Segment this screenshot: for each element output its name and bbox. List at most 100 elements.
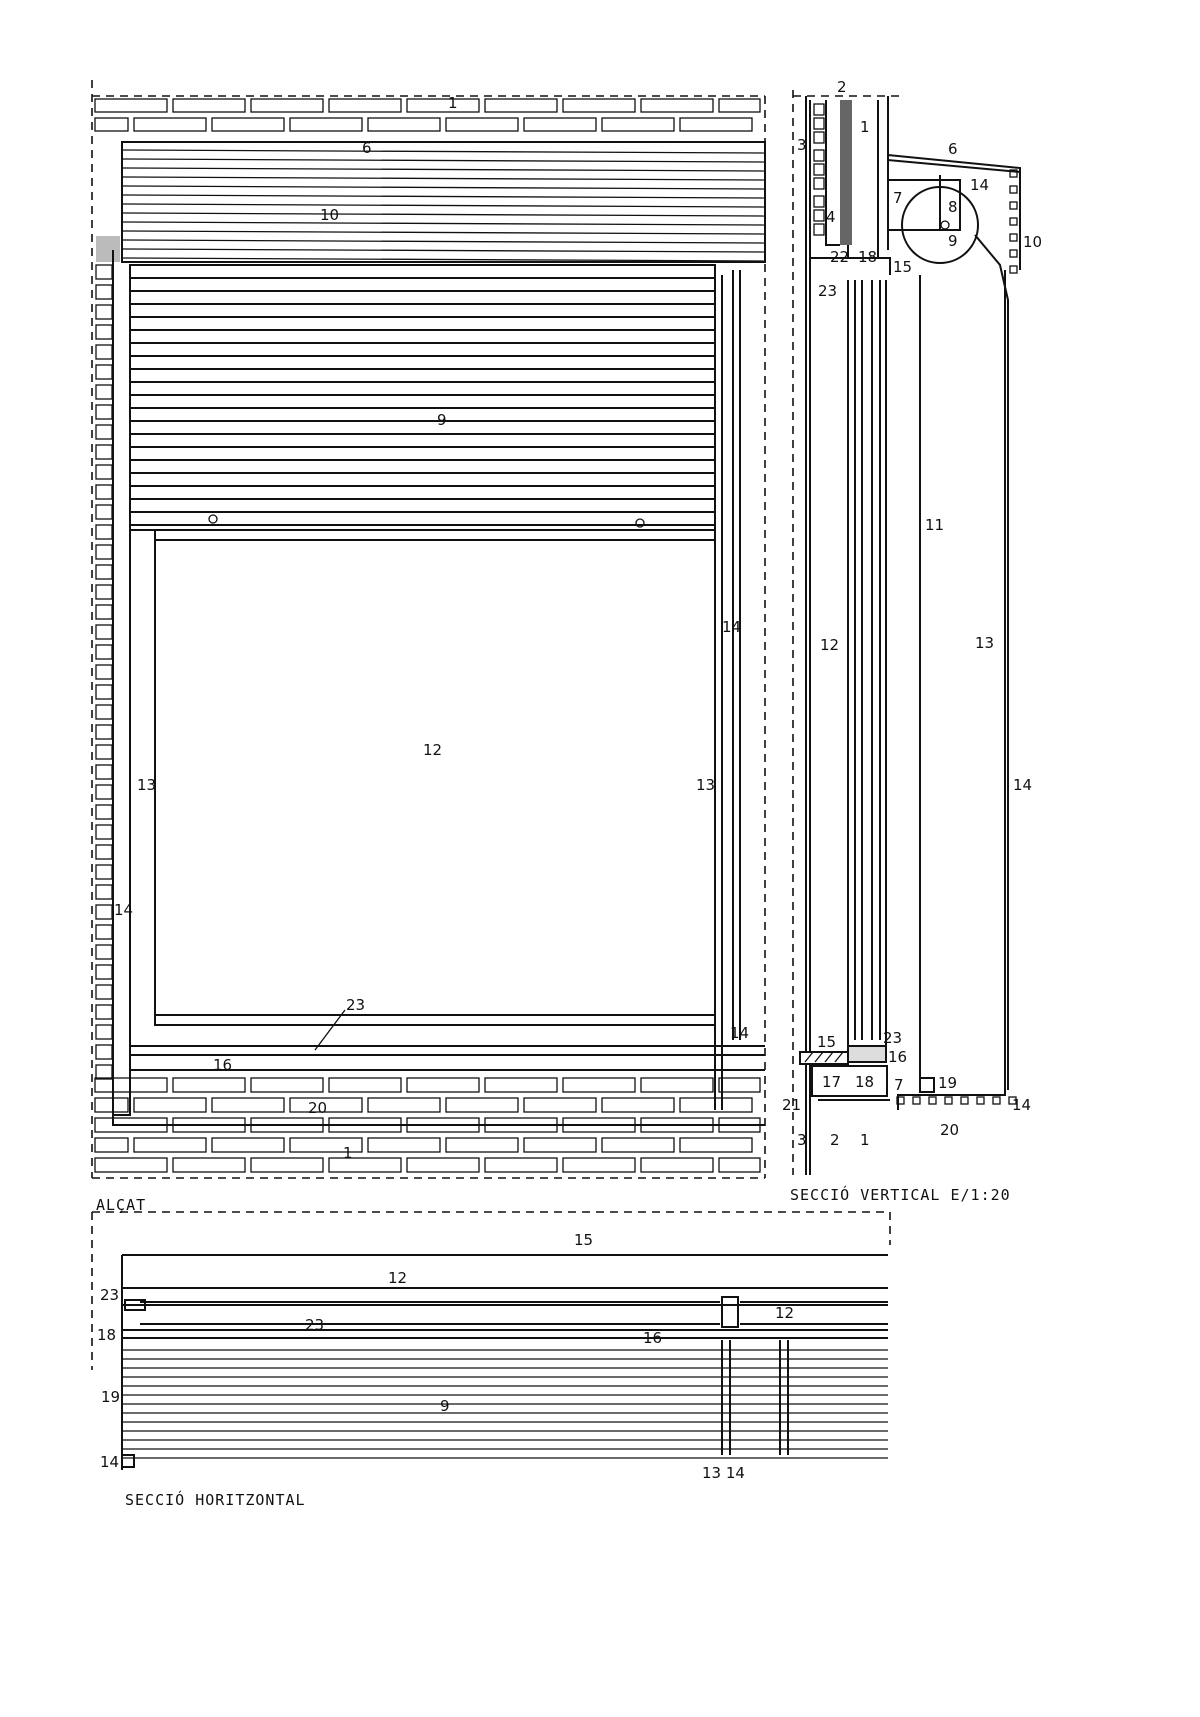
label-23: 23 bbox=[818, 282, 837, 300]
label-14: 14 bbox=[722, 618, 741, 636]
brick bbox=[718, 1077, 761, 1093]
label-14: 14 bbox=[100, 1453, 119, 1471]
brick bbox=[172, 98, 246, 113]
label-7: 7 bbox=[893, 189, 903, 207]
brick bbox=[95, 444, 113, 460]
brick bbox=[94, 98, 168, 113]
label-3: 3 bbox=[797, 136, 807, 154]
horizontal-section-title: SECCIÓ HORITZONTAL bbox=[125, 1490, 306, 1509]
label-19: 19 bbox=[101, 1388, 120, 1406]
label-22: 22 bbox=[830, 248, 849, 266]
label-18: 18 bbox=[855, 1073, 874, 1091]
hollow-brick bbox=[813, 195, 825, 208]
shutter-curtain-slats bbox=[130, 277, 715, 526]
shutter-end-square bbox=[992, 1096, 1001, 1105]
brick bbox=[133, 1137, 207, 1153]
shutter-end-square bbox=[1009, 233, 1018, 242]
label-12: 12 bbox=[820, 636, 839, 654]
shutter-end-square bbox=[960, 1096, 969, 1105]
brick bbox=[95, 724, 113, 740]
brick bbox=[95, 944, 113, 960]
brick bbox=[445, 117, 519, 132]
brick bbox=[679, 1137, 753, 1153]
slat-line bbox=[121, 158, 766, 163]
brick bbox=[211, 117, 285, 132]
brick bbox=[94, 117, 129, 132]
brick bbox=[328, 98, 402, 113]
brick bbox=[484, 1077, 558, 1093]
brickwork-top bbox=[94, 98, 761, 132]
brick bbox=[367, 1097, 441, 1113]
glazing-12 bbox=[154, 539, 716, 1026]
brick bbox=[95, 1064, 113, 1080]
label-12: 12 bbox=[388, 1269, 407, 1287]
brick bbox=[679, 117, 753, 132]
label-21: 21 bbox=[782, 1096, 801, 1114]
brick bbox=[95, 924, 113, 940]
label-16: 16 bbox=[213, 1056, 232, 1074]
brick bbox=[250, 1077, 324, 1093]
elevation-view: 1 6 10 9 14 13 12 13 14 23 16 14 20 1 AL… bbox=[91, 80, 766, 1214]
center-mullion bbox=[721, 1296, 739, 1328]
label-15: 15 bbox=[893, 258, 912, 276]
brick bbox=[95, 1004, 113, 1020]
slat-line bbox=[121, 257, 766, 262]
label-1: 1 bbox=[448, 94, 458, 112]
brick bbox=[95, 504, 113, 520]
brick bbox=[94, 1097, 129, 1113]
label-7: 7 bbox=[894, 1076, 904, 1094]
brick bbox=[211, 1137, 285, 1153]
brick bbox=[95, 864, 113, 880]
brick bbox=[250, 98, 324, 113]
guide-14 bbox=[121, 1454, 135, 1468]
label-19: 19 bbox=[938, 1074, 957, 1092]
slat-line bbox=[121, 248, 766, 253]
label-18: 18 bbox=[97, 1326, 116, 1344]
shutter-end-square bbox=[944, 1096, 953, 1105]
brick bbox=[172, 1077, 246, 1093]
brick bbox=[95, 584, 113, 600]
brick bbox=[172, 1157, 246, 1173]
shutter-end-square bbox=[1008, 1096, 1017, 1105]
brick bbox=[95, 684, 113, 700]
horizontal-section-boundary bbox=[91, 1211, 891, 1370]
shutter-end-square bbox=[928, 1096, 937, 1105]
hollow-brick bbox=[813, 149, 825, 162]
curtain-stop bbox=[635, 518, 645, 528]
label-4: 4 bbox=[826, 208, 836, 226]
leader bbox=[314, 1009, 346, 1051]
hollow-brick bbox=[813, 209, 825, 222]
vertical-section-title: SECCIÓ VERTICAL E/1:20 bbox=[790, 1185, 1011, 1204]
brick bbox=[94, 1137, 129, 1153]
brick bbox=[484, 98, 558, 113]
brick bbox=[95, 464, 113, 480]
brick bbox=[133, 1097, 207, 1113]
brick bbox=[289, 1097, 363, 1113]
brick bbox=[95, 264, 113, 280]
label-12: 12 bbox=[423, 741, 442, 759]
slat-line bbox=[121, 194, 766, 199]
brick bbox=[289, 117, 363, 132]
brick bbox=[523, 117, 597, 132]
brick bbox=[718, 98, 761, 113]
label-14: 14 bbox=[730, 1024, 749, 1042]
brick bbox=[601, 1097, 675, 1113]
brick bbox=[95, 304, 113, 320]
horizontal-shutter-slats bbox=[122, 1349, 888, 1459]
label-20: 20 bbox=[308, 1099, 327, 1117]
label-13: 13 bbox=[975, 634, 994, 652]
brick bbox=[562, 1157, 636, 1173]
mortar-patch bbox=[96, 236, 120, 262]
guide-19 bbox=[919, 1077, 935, 1093]
label-11: 11 bbox=[925, 516, 944, 534]
sill-16 bbox=[847, 1045, 887, 1063]
slat-line bbox=[121, 149, 766, 154]
brick bbox=[406, 1157, 480, 1173]
brick bbox=[95, 984, 113, 1000]
label-3: 3 bbox=[797, 1131, 807, 1149]
label-15: 15 bbox=[817, 1033, 836, 1051]
brick bbox=[406, 98, 480, 113]
slat-line bbox=[121, 203, 766, 208]
label-9: 9 bbox=[437, 411, 447, 429]
label-23: 23 bbox=[883, 1029, 902, 1047]
